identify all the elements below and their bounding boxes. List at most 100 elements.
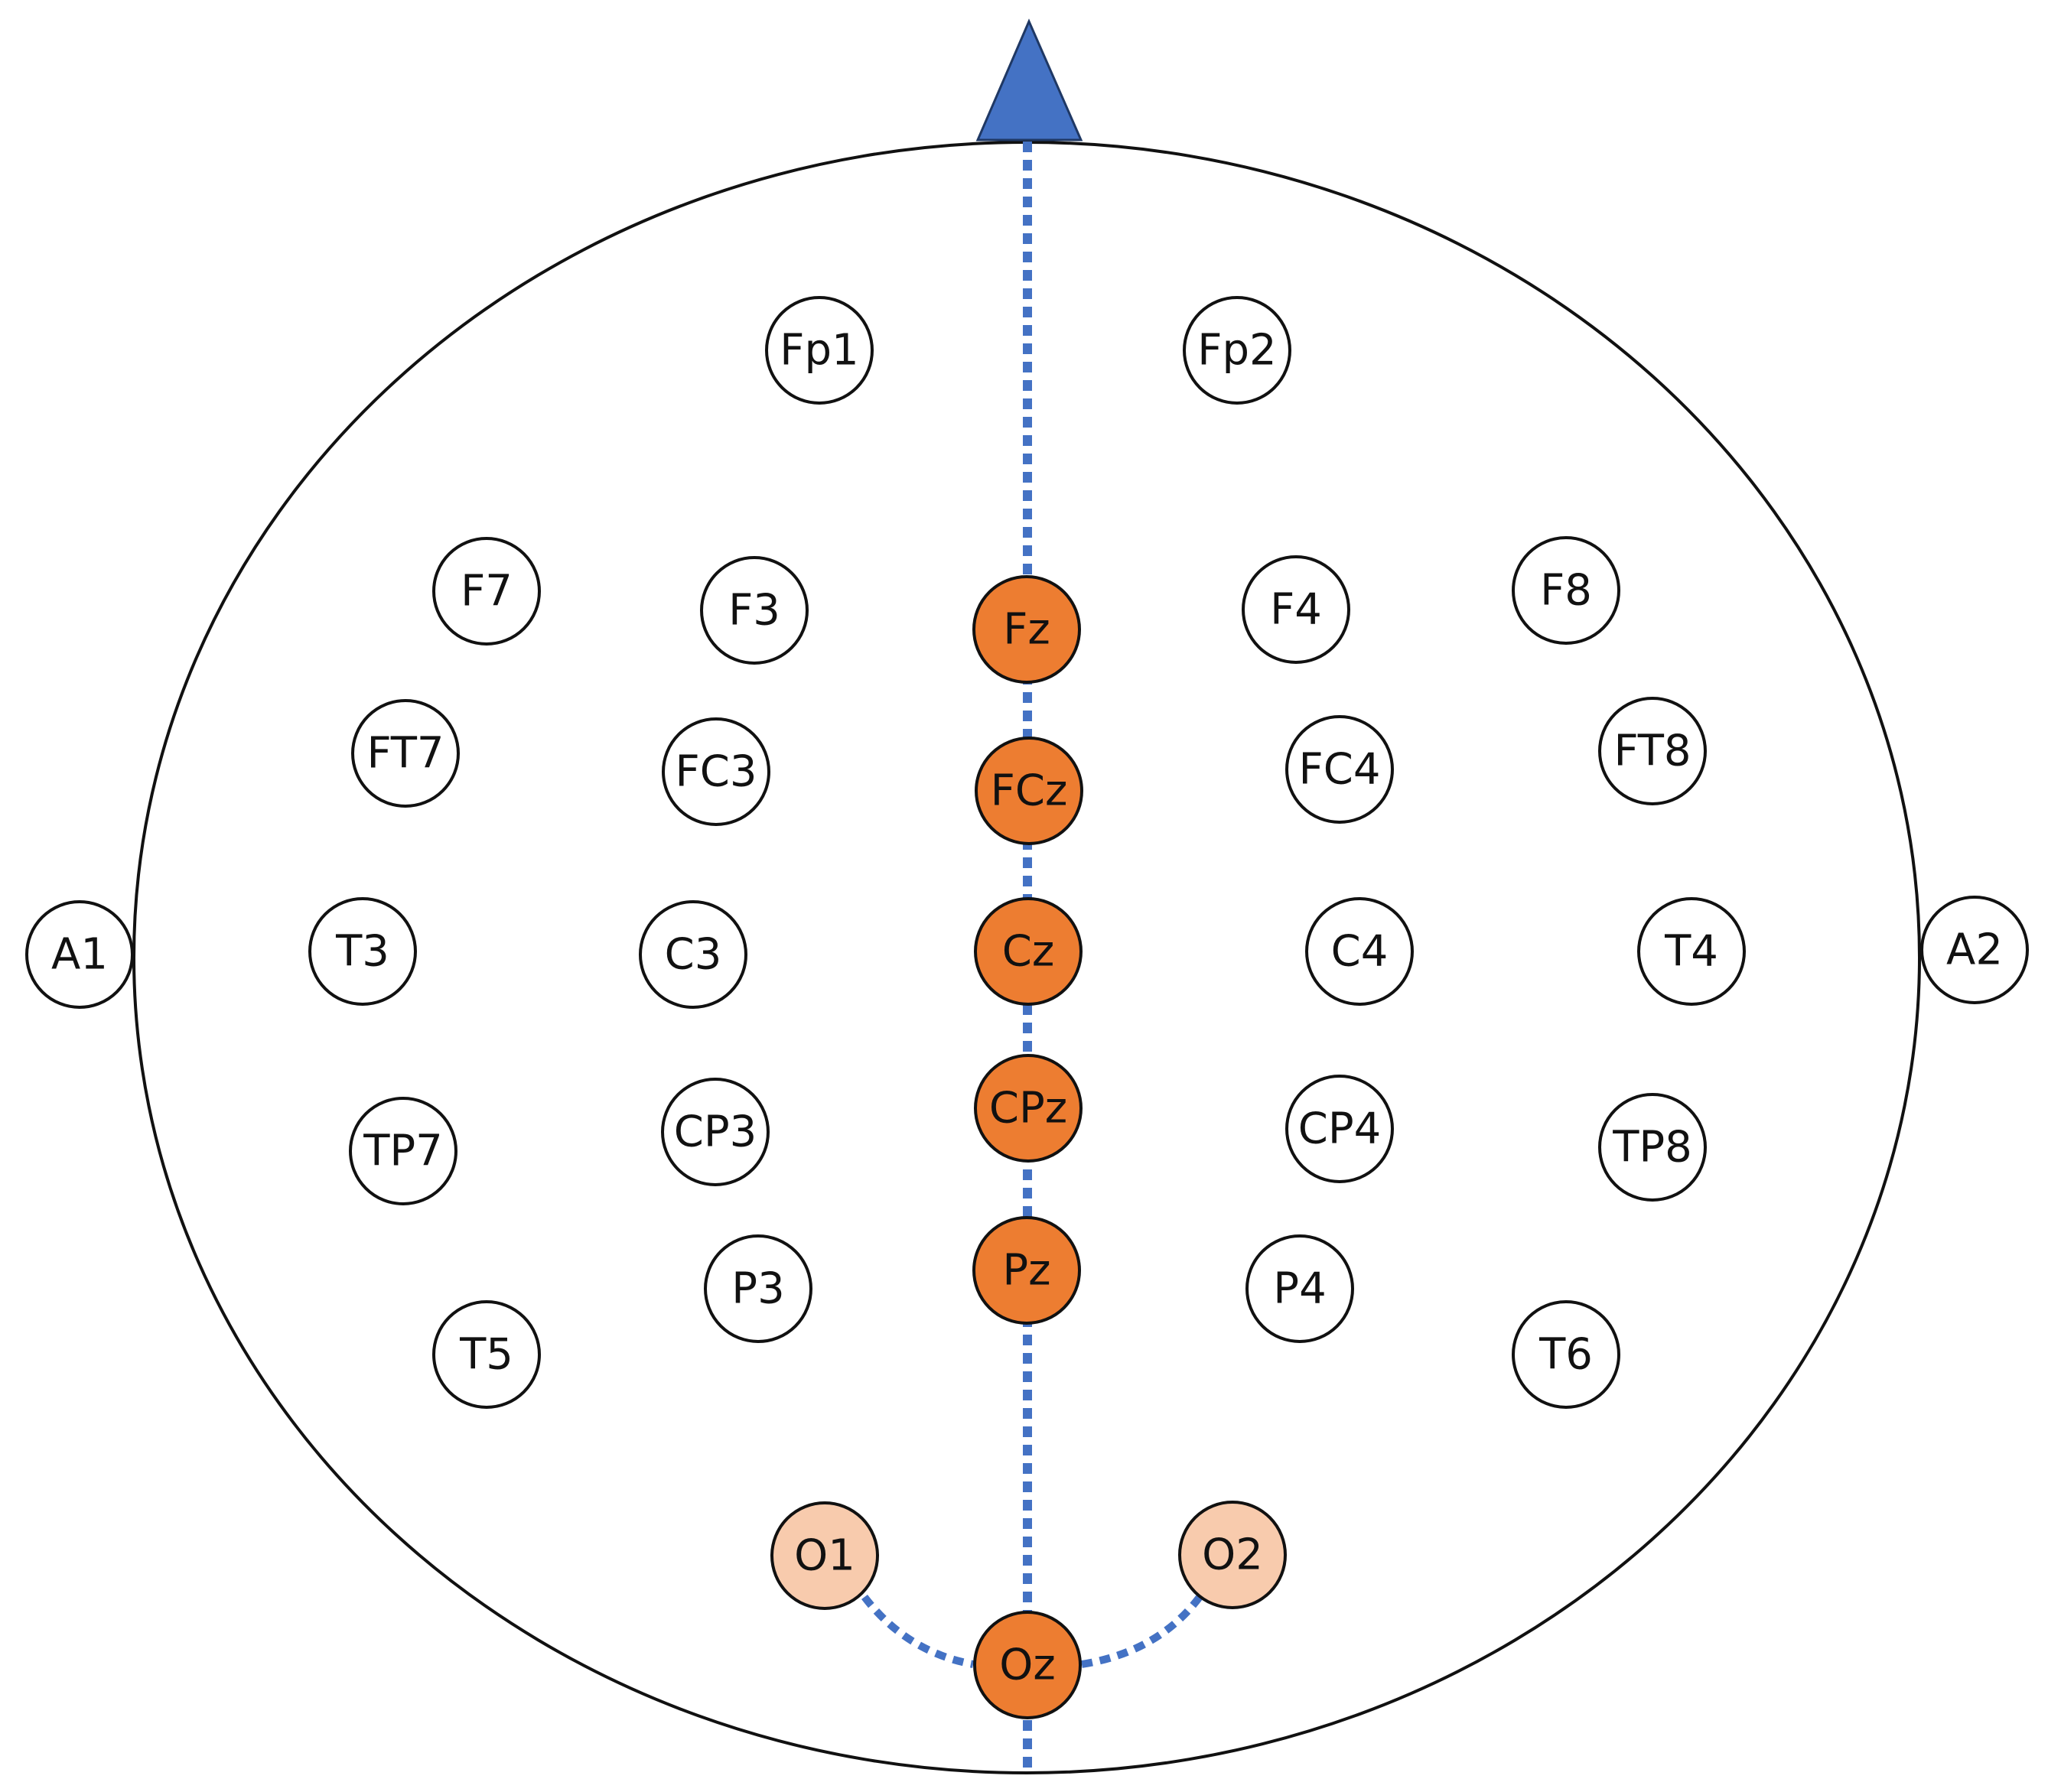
- electrode-fz: Fz: [972, 575, 1081, 684]
- electrode-pz: Pz: [972, 1216, 1081, 1325]
- electrode-circle: [975, 737, 1083, 845]
- electrode-label: Oz: [999, 1641, 1055, 1690]
- electrode-circle: [661, 1078, 770, 1186]
- electrode-a1: A1: [25, 900, 134, 1009]
- electrode-circle: [1305, 897, 1414, 1006]
- electrode-label: FT7: [366, 729, 444, 779]
- electrode-cp4: CP4: [1285, 1075, 1394, 1183]
- electrode-circle: [973, 1611, 1082, 1719]
- electrode-label: C4: [1331, 927, 1389, 977]
- electrode-f7: F7: [432, 537, 541, 646]
- electrode-circle: [1178, 1501, 1287, 1609]
- electrode-c3: C3: [639, 900, 747, 1009]
- electrode-label: FT8: [1613, 727, 1691, 776]
- electrode-label: F4: [1270, 585, 1322, 635]
- electrode-fc4: FC4: [1285, 715, 1394, 824]
- electrode-cpz: CPz: [974, 1054, 1083, 1163]
- electrode-circle: [1920, 896, 2029, 1004]
- electrode-label: A2: [1946, 925, 2003, 975]
- electrode-circle: [351, 699, 460, 808]
- electrode-circle: [1512, 536, 1620, 645]
- electrode-label: T6: [1538, 1330, 1593, 1380]
- electrode-circle: [972, 1216, 1081, 1325]
- electrode-label: F8: [1540, 566, 1592, 616]
- electrode-circle: [432, 537, 541, 646]
- arc-o1-to-oz: [861, 1594, 974, 1668]
- electrode-circle: [432, 1300, 541, 1409]
- electrode-fp2: Fp2: [1183, 296, 1291, 405]
- electrode-cp3: CP3: [661, 1078, 770, 1186]
- electrode-label: FCz: [991, 766, 1068, 816]
- electrode-label: T3: [335, 927, 389, 977]
- electrode-circle: [974, 897, 1083, 1006]
- electrode-circle: [1637, 897, 1746, 1006]
- electrode-circle: [700, 556, 809, 665]
- electrode-t5: T5: [432, 1300, 541, 1409]
- electrode-circle: [1598, 1093, 1707, 1202]
- electrode-label: A1: [51, 930, 108, 980]
- electrode-t6: T6: [1512, 1300, 1620, 1409]
- electrode-label: FC4: [1299, 745, 1381, 795]
- electrode-label: P4: [1273, 1264, 1326, 1314]
- electrode-tp8: TP8: [1598, 1093, 1707, 1202]
- electrode-f8: F8: [1512, 536, 1620, 645]
- electrode-circle: [1285, 1075, 1394, 1183]
- electrode-t4: T4: [1637, 897, 1746, 1006]
- electrode-label: F7: [461, 567, 513, 616]
- electrode-c4: C4: [1305, 897, 1414, 1006]
- electrode-circle: [25, 900, 134, 1009]
- electrode-circle: [765, 296, 874, 405]
- electrode-circle: [972, 575, 1081, 684]
- electrode-label: Fz: [1003, 605, 1050, 655]
- electrode-label: Cz: [1002, 927, 1055, 977]
- electrode-fc3: FC3: [662, 717, 770, 826]
- electrode-a2: A2: [1920, 896, 2029, 1004]
- electrode-circle: [1183, 296, 1291, 405]
- electrode-label: CPz: [989, 1084, 1067, 1133]
- electrode-circle: [639, 900, 747, 1009]
- electrode-ft7: FT7: [351, 699, 460, 808]
- electrode-f4: F4: [1242, 555, 1350, 664]
- electrode-t3: T3: [308, 897, 417, 1006]
- electrode-ft8: FT8: [1598, 697, 1707, 805]
- electrode-label: CP3: [674, 1107, 757, 1157]
- nose-triangle-icon: [975, 18, 1083, 141]
- electrode-p3: P3: [704, 1234, 812, 1343]
- electrode-label: T5: [459, 1330, 513, 1380]
- electrode-circle: [1598, 697, 1707, 805]
- electrode-label: T4: [1664, 927, 1718, 977]
- electrode-fcz: FCz: [975, 737, 1083, 845]
- electrode-label: F3: [728, 586, 780, 636]
- electrode-cz: Cz: [974, 897, 1083, 1006]
- electrode-circle: [1245, 1234, 1354, 1343]
- electrode-p4: P4: [1245, 1234, 1354, 1343]
- electrode-label: Fp2: [1197, 326, 1276, 376]
- electrode-circle: [1512, 1300, 1620, 1409]
- electrode-oz: Oz: [973, 1611, 1082, 1719]
- electrode-label: Pz: [1002, 1246, 1050, 1296]
- electrode-label: O1: [794, 1531, 855, 1581]
- electrode-label: P3: [731, 1264, 784, 1314]
- electrode-label: CP4: [1298, 1104, 1382, 1154]
- electrode-label: TP7: [363, 1127, 443, 1176]
- electrode-circle: [349, 1097, 457, 1205]
- electrode-circle: [308, 897, 417, 1006]
- electrode-circle: [662, 717, 770, 826]
- electrode-circle: [770, 1501, 879, 1610]
- electrode-circle: [704, 1234, 812, 1343]
- electrode-o2: O2: [1178, 1501, 1287, 1609]
- electrode-label: TP8: [1612, 1123, 1692, 1172]
- electrode-fp1: Fp1: [765, 296, 874, 405]
- electrode-circle: [1285, 715, 1394, 824]
- electrode-tp7: TP7: [349, 1097, 457, 1205]
- electrode-circle: [1242, 555, 1350, 664]
- electrode-o1: O1: [770, 1501, 879, 1610]
- electrode-f3: F3: [700, 556, 809, 665]
- electrode-label: O2: [1202, 1530, 1263, 1580]
- electrode-circle: [974, 1054, 1083, 1163]
- electrode-label: C3: [665, 930, 722, 980]
- electrode-label: FC3: [676, 747, 757, 797]
- electrode-label: Fp1: [780, 326, 858, 376]
